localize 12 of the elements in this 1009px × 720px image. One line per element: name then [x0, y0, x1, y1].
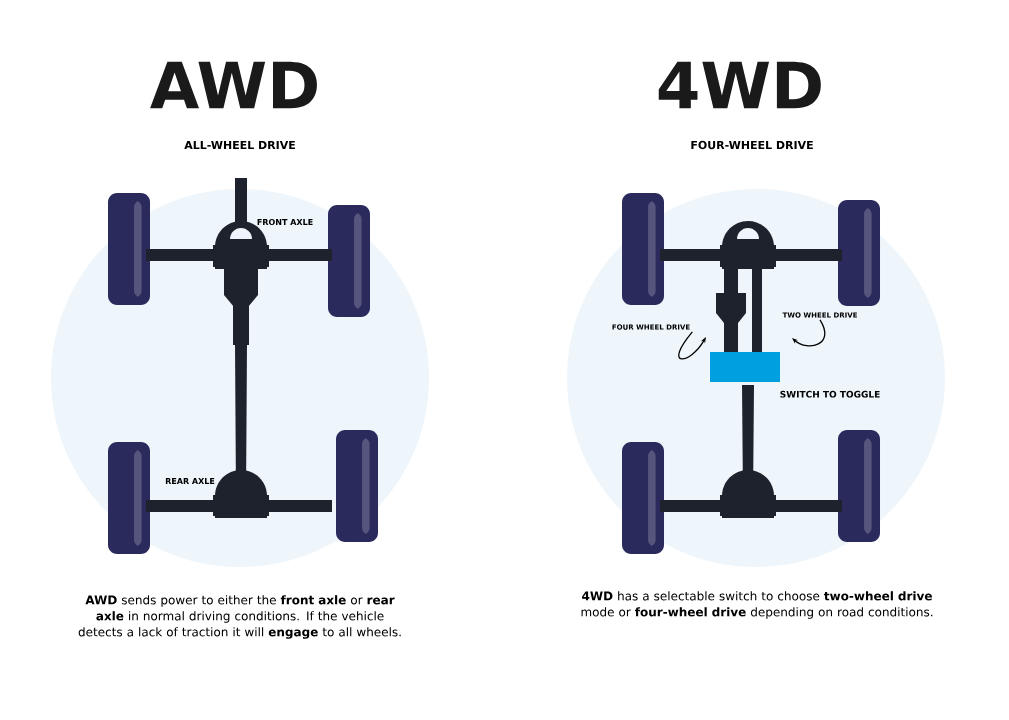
curved-arrow	[678, 331, 706, 360]
heading: 4WD	[658, 61, 821, 109]
heading: AWD	[150, 61, 317, 109]
curved-arrow	[792, 319, 826, 347]
switch-label: SWITCH TO TOGGLE	[780, 390, 880, 398]
axle-label: FRONT AXLE	[257, 218, 313, 226]
switch-block	[710, 352, 780, 382]
subheading: ALL-WHEEL DRIVE	[184, 141, 295, 149]
description-text: AWD sends power to either the front axle or rear axle in normal driving conditions. If the vehicle detects a lack of traction it will engage to all wheels.	[78, 595, 401, 639]
description-text: 4WD has a selectable switch to choose two-wheel drive mode or four-wheel drive depending on road conditions.	[581, 591, 933, 619]
subheading: FOUR-WHEEL DRIVE	[691, 140, 813, 150]
axle-label: REAR AXLE	[165, 478, 215, 484]
